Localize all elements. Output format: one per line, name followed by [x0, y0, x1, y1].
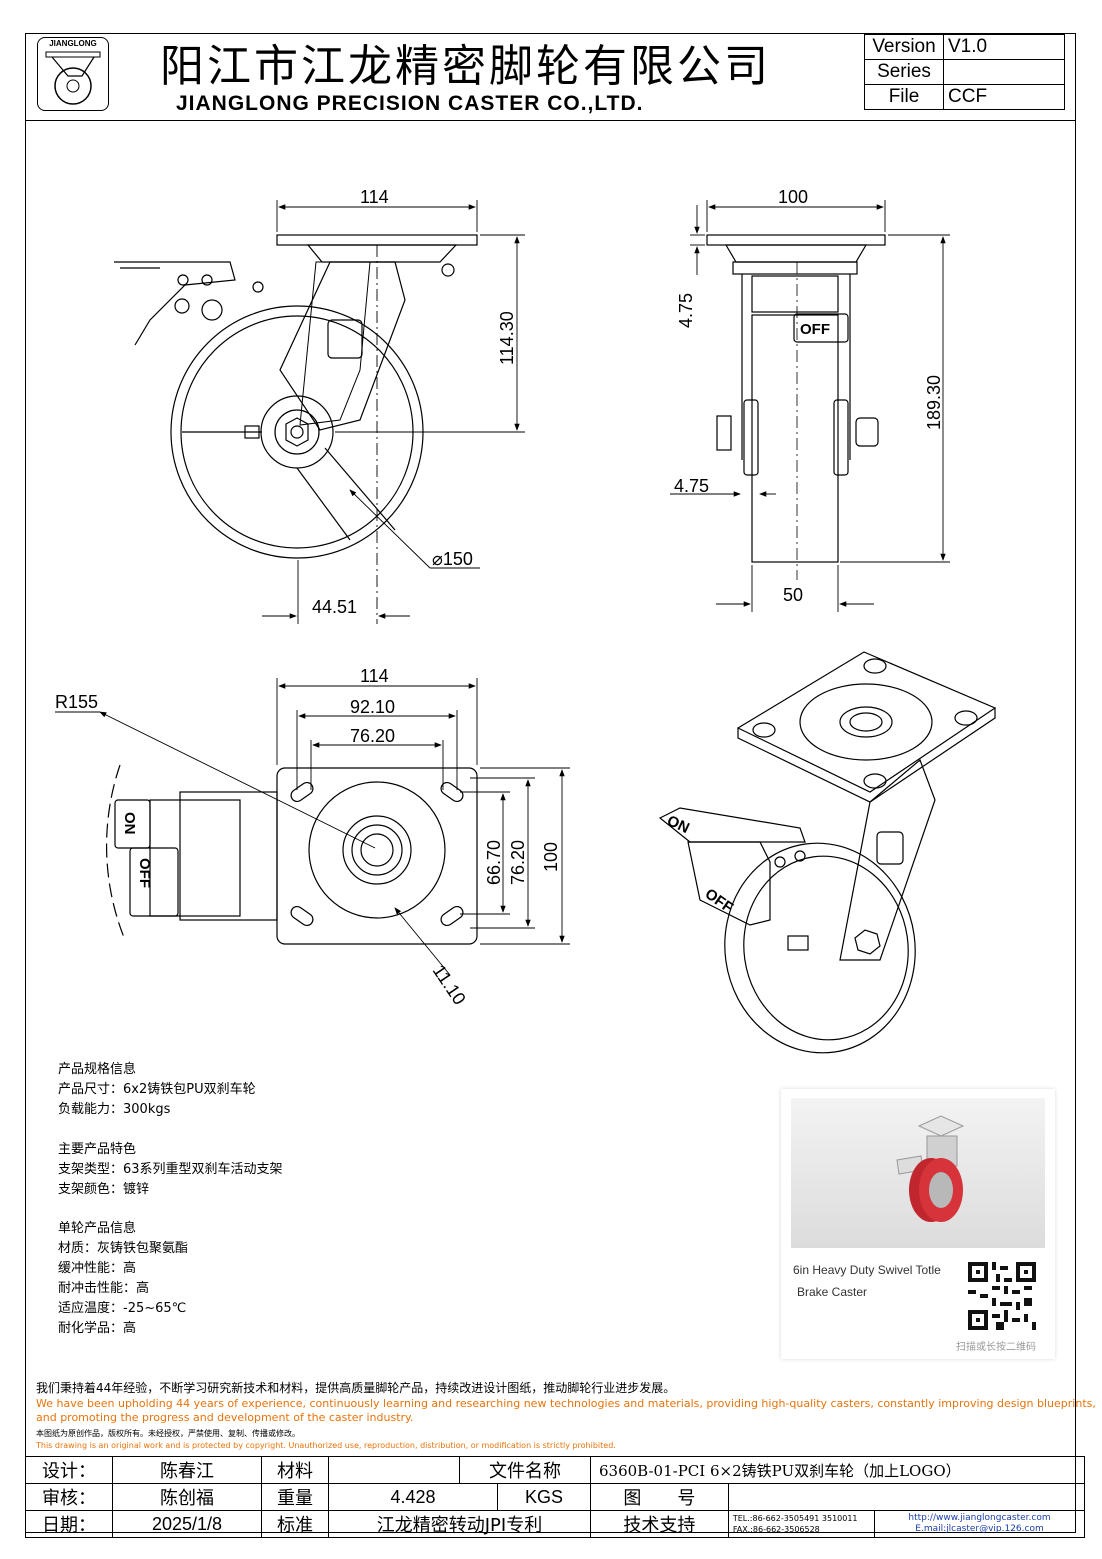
email-link[interactable]: E.mail:jlcaster@vip.126.com [915, 1524, 1044, 1534]
spec-line: 耐冲击性能：高 [58, 1281, 150, 1296]
technical-drawing: 114 114.30 ⌀150 44.51 100 4.75 189.30 4.… [55, 187, 997, 1054]
caster-photo-icon [896, 1115, 965, 1222]
fax-text: FAX.:86-662-3506528 [732, 1525, 820, 1534]
docname-label: 文件名称 [459, 1456, 591, 1484]
spec-line: 支架颜色：镀锌 [58, 1182, 150, 1197]
spec-line: 耐化学品：高 [58, 1321, 137, 1336]
dim-front-top: 4.75 [676, 293, 696, 328]
meta-key: File [864, 84, 944, 110]
dim-hole-span-2: 76.20 [350, 726, 395, 746]
dim-front-width: 100 [778, 187, 808, 207]
dim-hole-span-1: 92.10 [350, 697, 395, 717]
dim-hole-v1: 66.70 [484, 840, 504, 885]
spec-title: 单轮产品信息 [58, 1221, 137, 1236]
qr-hint: 扫描或长按二维码 [956, 1342, 1036, 1353]
note-cn: 我们秉持着44年经验，不断学习研究新技术和材料，提供高质量脚轮产品，持续改进设计… [36, 1381, 676, 1395]
spec-block-3: 单轮产品信息 材质：灰铸铁包聚氨酯 缓冲性能：高 耐冲击性能：高 适应温度：-2… [58, 1219, 188, 1339]
weight-value: 4.428 [328, 1483, 498, 1511]
drawing-no-value [727, 1483, 1086, 1511]
standard-label: 标准 [261, 1510, 329, 1538]
label-on-top: ON [121, 812, 138, 835]
design-value: 陈春江 [112, 1456, 262, 1484]
qr-code-icon [968, 1262, 1036, 1330]
top-view [106, 764, 478, 945]
weight-unit: KGS [497, 1483, 591, 1511]
meta-value: CCF [943, 84, 1065, 110]
label-off-iso: OFF [702, 885, 736, 916]
review-label: 审核： [25, 1483, 113, 1511]
review-value: 陈创福 [112, 1483, 262, 1511]
label-on-iso: ON [664, 812, 692, 837]
side-view-dimensions [262, 200, 525, 624]
product-caption-line2: Brake Caster [797, 1285, 868, 1299]
dim-side-height: 114.30 [497, 311, 517, 365]
tel-fax: TEL.:86-662-3505491 3510011 FAX.:86-662-… [727, 1510, 876, 1538]
copyright-en: This drawing is an original work and is … [36, 1441, 616, 1450]
material-label: 材料 [261, 1456, 329, 1484]
dim-side-width: 114 [360, 187, 389, 207]
copyright-cn: 本图纸为原创作品，版权所有。未经授权，严禁使用、复制、传播或修改。 [36, 1429, 300, 1438]
spec-line: 材质：灰铸铁包聚氨酯 [58, 1241, 189, 1256]
date-value: 2025/1/8 [112, 1510, 262, 1538]
date-label: 日期： [25, 1510, 113, 1538]
spec-line: 适应温度：-25~65℃ [58, 1301, 187, 1316]
standard-value: 江龙精密转动JPI专利 [328, 1510, 591, 1538]
header-divider [25, 120, 1076, 121]
note-en-1: We have been upholding 44 years of exper… [36, 1397, 1096, 1410]
docname-value: 6360B-01-PCI 6×2铸铁PU双刹车轮（加上LOGO） [590, 1456, 1085, 1484]
dim-front-side: 4.75 [674, 476, 709, 496]
support-label: 技术支持 [590, 1510, 729, 1538]
title-block: 设计： 陈春江 材料 文件名称 6360B-01-PCI 6×2铸铁PU双刹车轮… [25, 1456, 1086, 1538]
label-off-front: OFF [800, 321, 830, 338]
meta-value [943, 59, 1065, 85]
spec-line: 负载能力：300kgs [58, 1102, 171, 1117]
drawing-no-label: 图 号 [590, 1483, 729, 1511]
spec-block-1: 产品规格信息 产品尺寸：6x2铸铁包PU双刹车轮 负载能力：300kgs [58, 1060, 256, 1120]
meta-value: V1.0 [943, 34, 1065, 60]
front-view [706, 234, 886, 580]
contact-links: http://www.jianglongcaster.com E.mail:jl… [874, 1510, 1085, 1538]
spec-block-2: 主要产品特色 支架类型：63系列重型双刹车活动支架 支架颜色：镀锌 [58, 1140, 283, 1200]
website-link[interactable]: http://www.jianglongcaster.com [908, 1513, 1051, 1523]
dim-hole-v2: 76.20 [508, 840, 528, 885]
front-view-dimensions [670, 200, 950, 612]
label-off-top: OFF [136, 858, 153, 888]
spec-line: 缓冲性能：高 [58, 1261, 137, 1276]
qr-code[interactable] [968, 1262, 1036, 1330]
note-en-2: and promoting the progress and developme… [36, 1411, 414, 1424]
spec-title: 主要产品特色 [58, 1142, 137, 1157]
tel-text: TEL.:86-662-3505491 3510011 [732, 1514, 858, 1523]
material-value [328, 1456, 460, 1484]
dim-hole-size: 11.10 [429, 961, 470, 1008]
product-photo [791, 1098, 1045, 1248]
spec-line: 产品尺寸：6x2铸铁包PU双刹车轮 [58, 1082, 256, 1097]
spec-line: 支架类型：63系列重型双刹车活动支架 [58, 1162, 283, 1177]
company-name-cn: 阳江市江龙精密脚轮有限公司 [160, 41, 771, 92]
top-view-dimensions [55, 678, 570, 976]
meta-key: Series [864, 59, 944, 85]
side-view [114, 234, 478, 559]
caster-logo-icon [45, 51, 101, 105]
spec-title: 产品规格信息 [58, 1062, 137, 1077]
company-logo [37, 37, 109, 111]
dim-plate-width: 114 [360, 666, 389, 686]
dim-offset: 44.51 [312, 597, 357, 617]
isometric-view [658, 651, 997, 1054]
weight-label: 重量 [261, 1483, 329, 1511]
design-label: 设计： [25, 1456, 113, 1484]
logo-text: JIANGLONG [49, 39, 97, 48]
dim-plate-height: 100 [541, 842, 561, 872]
product-caption-line1: 6in Heavy Duty Swivel Totle [793, 1263, 941, 1277]
dim-front-height: 189.30 [924, 375, 944, 430]
company-name-en: JIANGLONG PRECISION CASTER CO.,LTD. [176, 92, 644, 115]
dim-wheel-width: 50 [783, 585, 803, 605]
dim-swivel-radius: R155 [55, 692, 98, 712]
dim-wheel-diameter: ⌀150 [432, 549, 473, 569]
